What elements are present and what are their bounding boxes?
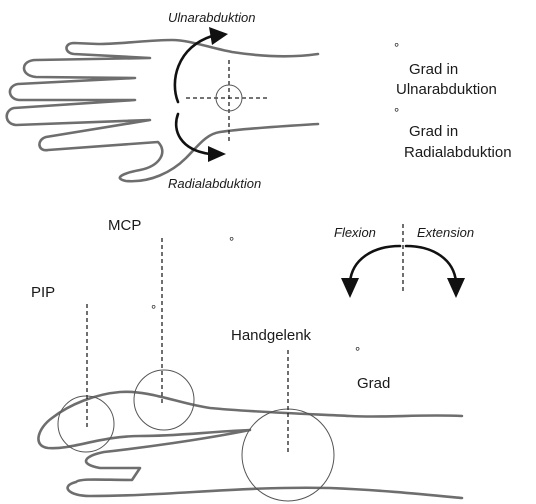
flexion-arrow: [350, 246, 400, 282]
ulnar-abduction-label: Ulnarabduktion: [168, 10, 255, 25]
radial-degree-symbol: °: [394, 105, 399, 120]
wrist-degree-symbol: °: [355, 344, 360, 359]
flexion-arrowhead: [341, 278, 359, 298]
wrist-joint: [242, 350, 334, 501]
extension-label: Extension: [417, 225, 474, 240]
pip-label: PIP: [31, 284, 55, 301]
ulnar-degree-line-2: Ulnarabduktion: [396, 81, 497, 98]
extension-arrowhead: [447, 278, 465, 298]
pip-joint: [58, 304, 114, 452]
radial-degree-line-1: Grad in: [409, 123, 458, 140]
mcp-joint: [134, 238, 194, 430]
radial-abduction-label: Radialabduktion: [168, 176, 261, 191]
pip-degree-symbol: °: [151, 302, 156, 317]
dorsal-hand-outline: [7, 40, 318, 181]
extension-arrow: [406, 246, 456, 282]
wrist-label: Handgelenk: [231, 327, 312, 344]
radial-degree-line-2: Radialabduktion: [404, 144, 512, 161]
ulnar-degree-symbol: °: [394, 40, 399, 55]
ulnar-degree-line-1: Grad in: [409, 61, 458, 78]
dorsal-hand-view: Ulnarabduktion Radialabduktion ° Grad in…: [7, 10, 512, 191]
mcp-degree-symbol: °: [229, 234, 234, 249]
mcp-label: MCP: [108, 217, 141, 234]
ulnar-abduction-arrow: [175, 27, 228, 102]
radial-abduction-arrow: [176, 114, 226, 162]
flexion-label: Flexion: [334, 225, 376, 240]
lateral-hand-view: MCP ° PIP ° Handgelenk ° Grad Flexion Ex…: [31, 217, 474, 501]
wrist-degree-unit: Grad: [357, 375, 390, 392]
